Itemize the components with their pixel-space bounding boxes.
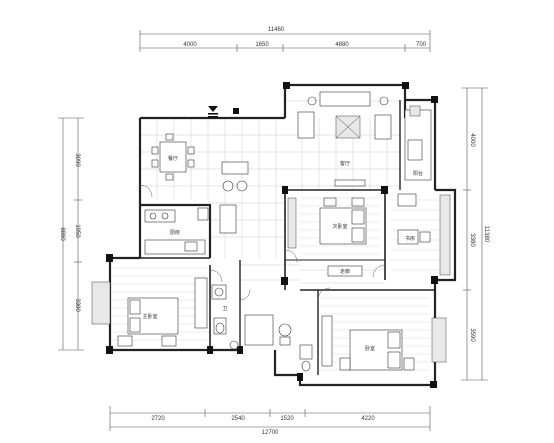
top-dimension-3: 4880 <box>335 42 349 48</box>
master-bedroom-furniture: 主卧室 <box>91 277 208 347</box>
left-dimension-3: 3380 <box>74 298 80 312</box>
top-dimension-chain: 11460 4000 1650 4880 700 <box>139 27 431 52</box>
right-dimension-3: 3590 <box>469 328 475 342</box>
dining-table: 餐厅 <box>151 133 195 181</box>
top-total-dimension: 11460 <box>268 27 285 33</box>
bedroom3-furniture: 卧室 <box>321 315 447 371</box>
bottom-dimension-2: 2540 <box>231 416 245 422</box>
balcony: 阳台 <box>404 105 432 181</box>
structural-columns <box>106 82 438 388</box>
corridor-tile-grid <box>240 264 385 284</box>
right-dimension-chain: 4000 3380 3590 11380 <box>461 87 489 381</box>
top-dimension-4: 700 <box>416 42 427 48</box>
dining-tile-grid <box>140 118 285 258</box>
study-furniture: 书房 <box>397 193 451 276</box>
left-dimension-2: 1950 <box>74 224 80 238</box>
living-sofa-set: 客厅 <box>297 91 392 187</box>
second-bedroom-furniture: 次卧室 走廊 <box>287 197 367 277</box>
bottom-total-dimension: 12700 <box>262 430 279 436</box>
bar-counter <box>219 161 249 234</box>
room-label-balcony: 阳台 <box>413 170 423 177</box>
bottom-dimension-4: 4220 <box>361 416 375 422</box>
bathroom-fixtures: 卫 <box>211 284 239 350</box>
room-label-second-bedroom: 次卧室 <box>332 223 347 230</box>
room-label-dining: 餐厅 <box>168 155 178 162</box>
left-total-dimension: 8880 <box>59 227 65 241</box>
bottom-dimension-chain: 2720 2540 1520 4220 12700 <box>109 406 431 436</box>
kitchen-fixtures: 厨房 <box>144 207 209 255</box>
right-dimension-2: 3380 <box>469 233 475 247</box>
room-label-living: 客厅 <box>340 160 350 167</box>
top-dimension-1: 4000 <box>183 42 197 48</box>
room-label-kitchen: 厨房 <box>170 229 180 236</box>
top-dimension-2: 1650 <box>255 42 269 48</box>
second-bedroom-wood-floor <box>300 197 380 255</box>
room-label-master-bedroom: 主卧室 <box>142 313 157 320</box>
room-label-bedroom3: 卧室 <box>365 345 375 352</box>
second-bathroom-fixtures <box>244 314 313 372</box>
bottom-dimension-1: 2720 <box>151 416 165 422</box>
bottom-dimension-3: 1520 <box>280 416 294 422</box>
left-dimension-1: 3090 <box>74 153 80 167</box>
left-dimension-chain: 3090 1950 3380 8880 <box>58 117 84 351</box>
room-label-corridor: 走廊 <box>340 268 350 275</box>
right-total-dimension: 11380 <box>483 226 489 243</box>
room-label-study: 书房 <box>405 235 415 242</box>
entrance-arrow-icon <box>208 106 218 118</box>
room-label-bath: 卫 <box>222 306 227 312</box>
right-dimension-1: 4000 <box>469 133 475 147</box>
door-swings <box>139 184 386 301</box>
